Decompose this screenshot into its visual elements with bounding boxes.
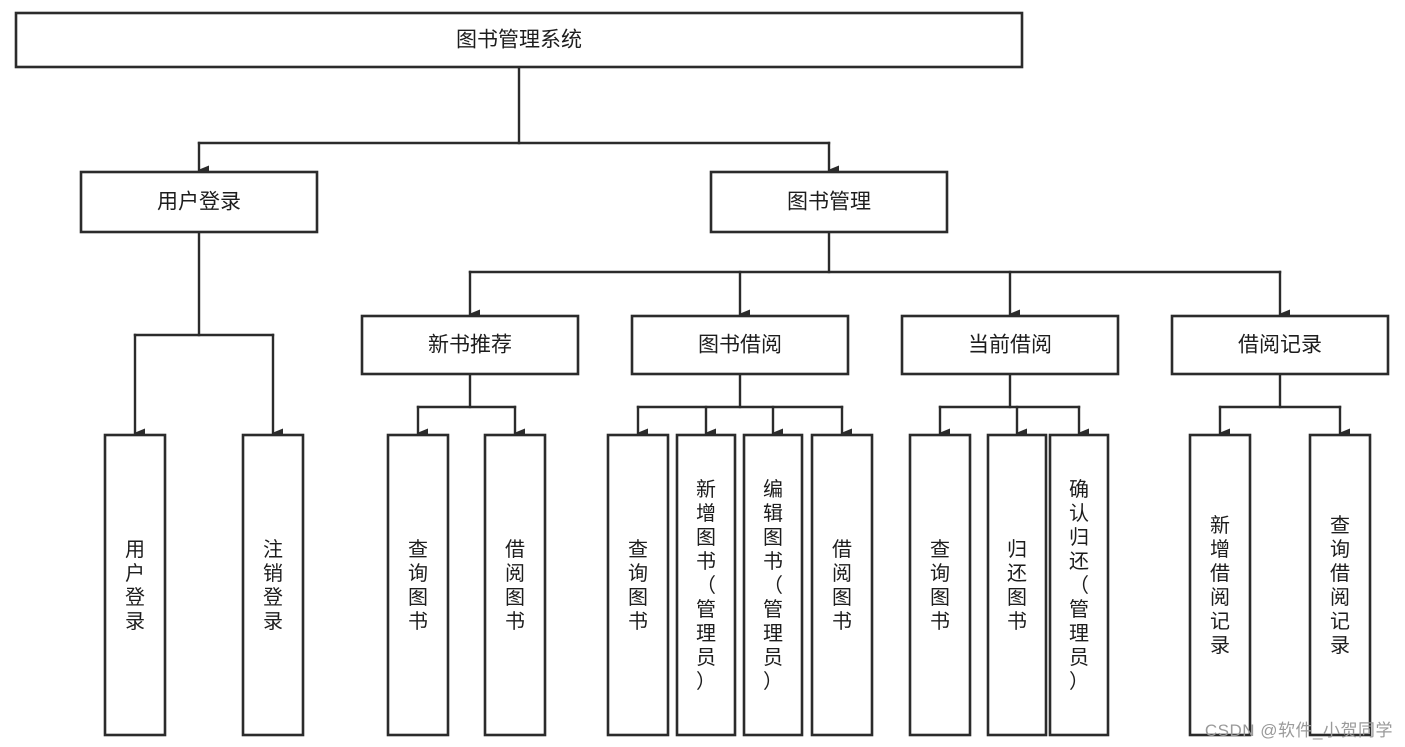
node-box-leaf-confirm-return[interactable] xyxy=(1048,433,1110,737)
boxes-layer xyxy=(14,11,1390,737)
node-box-leaf-add-book[interactable] xyxy=(675,433,737,737)
node-label-leaf-user-login: 用户登录 xyxy=(125,539,145,633)
node-box-leaf-return-book[interactable] xyxy=(986,433,1048,737)
node-box-leaf-query-book-2[interactable] xyxy=(606,433,670,737)
node-label-leaf-borrow-book-2: 借阅图书 xyxy=(832,538,852,633)
node-box-leaf-query-record[interactable] xyxy=(1308,433,1372,737)
node-box-new-book-recommend[interactable] xyxy=(360,314,580,376)
node-label-leaf-query-book-1: 查询图书 xyxy=(408,538,428,633)
node-box-leaf-query-book-3[interactable] xyxy=(908,433,972,737)
csdn-watermark: CSDN @软件_小贺同学 xyxy=(1204,721,1393,740)
labels-layer: 图书管理系统用户登录图书管理新书推荐图书借阅当前借阅借阅记录用户登录注销登录查询… xyxy=(125,29,1350,693)
node-label-leaf-edit-book: 编辑图书（管理员） xyxy=(763,478,783,693)
node-label-leaf-return-book: 归还图书 xyxy=(1007,538,1027,633)
node-label-leaf-borrow-book-1: 借阅图书 xyxy=(505,538,525,633)
node-box-leaf-user-logout[interactable] xyxy=(241,433,305,737)
node-box-leaf-edit-book[interactable] xyxy=(742,433,804,737)
node-label-leaf-confirm-return: 确认归还（管理员） xyxy=(1069,478,1089,693)
node-box-leaf-borrow-book-2[interactable] xyxy=(810,433,874,737)
node-label-user-login: 用户登录 xyxy=(157,191,241,214)
connectors-layer xyxy=(133,65,1350,438)
node-box-book-manage[interactable] xyxy=(709,170,949,234)
node-label-leaf-query-book-2: 查询图书 xyxy=(628,538,648,633)
node-label-book-borrow: 图书借阅 xyxy=(698,334,782,357)
node-label-leaf-user-logout: 注销登录 xyxy=(263,538,283,633)
node-label-leaf-query-record: 查询借阅记录 xyxy=(1330,514,1350,657)
node-box-leaf-query-book-1[interactable] xyxy=(386,433,450,737)
node-label-root: 图书管理系统 xyxy=(456,29,582,52)
node-box-leaf-borrow-book-1[interactable] xyxy=(483,433,547,737)
node-label-new-book-recommend: 新书推荐 xyxy=(428,334,512,357)
node-box-user-login[interactable] xyxy=(79,170,319,234)
node-box-borrow-record[interactable] xyxy=(1170,314,1390,376)
node-box-root[interactable] xyxy=(14,11,1024,69)
node-label-leaf-add-book: 新增图书（管理员） xyxy=(696,478,716,693)
node-label-leaf-add-record: 新增借阅记录 xyxy=(1210,514,1230,657)
node-label-book-manage: 图书管理 xyxy=(787,191,871,214)
node-box-leaf-add-record[interactable] xyxy=(1188,433,1252,737)
node-box-current-borrow[interactable] xyxy=(900,314,1120,376)
node-label-leaf-query-book-3: 查询图书 xyxy=(930,538,950,633)
node-box-book-borrow[interactable] xyxy=(630,314,850,376)
node-label-current-borrow: 当前借阅 xyxy=(968,334,1052,357)
node-label-borrow-record: 借阅记录 xyxy=(1238,334,1322,357)
node-box-leaf-user-login[interactable] xyxy=(103,433,167,737)
